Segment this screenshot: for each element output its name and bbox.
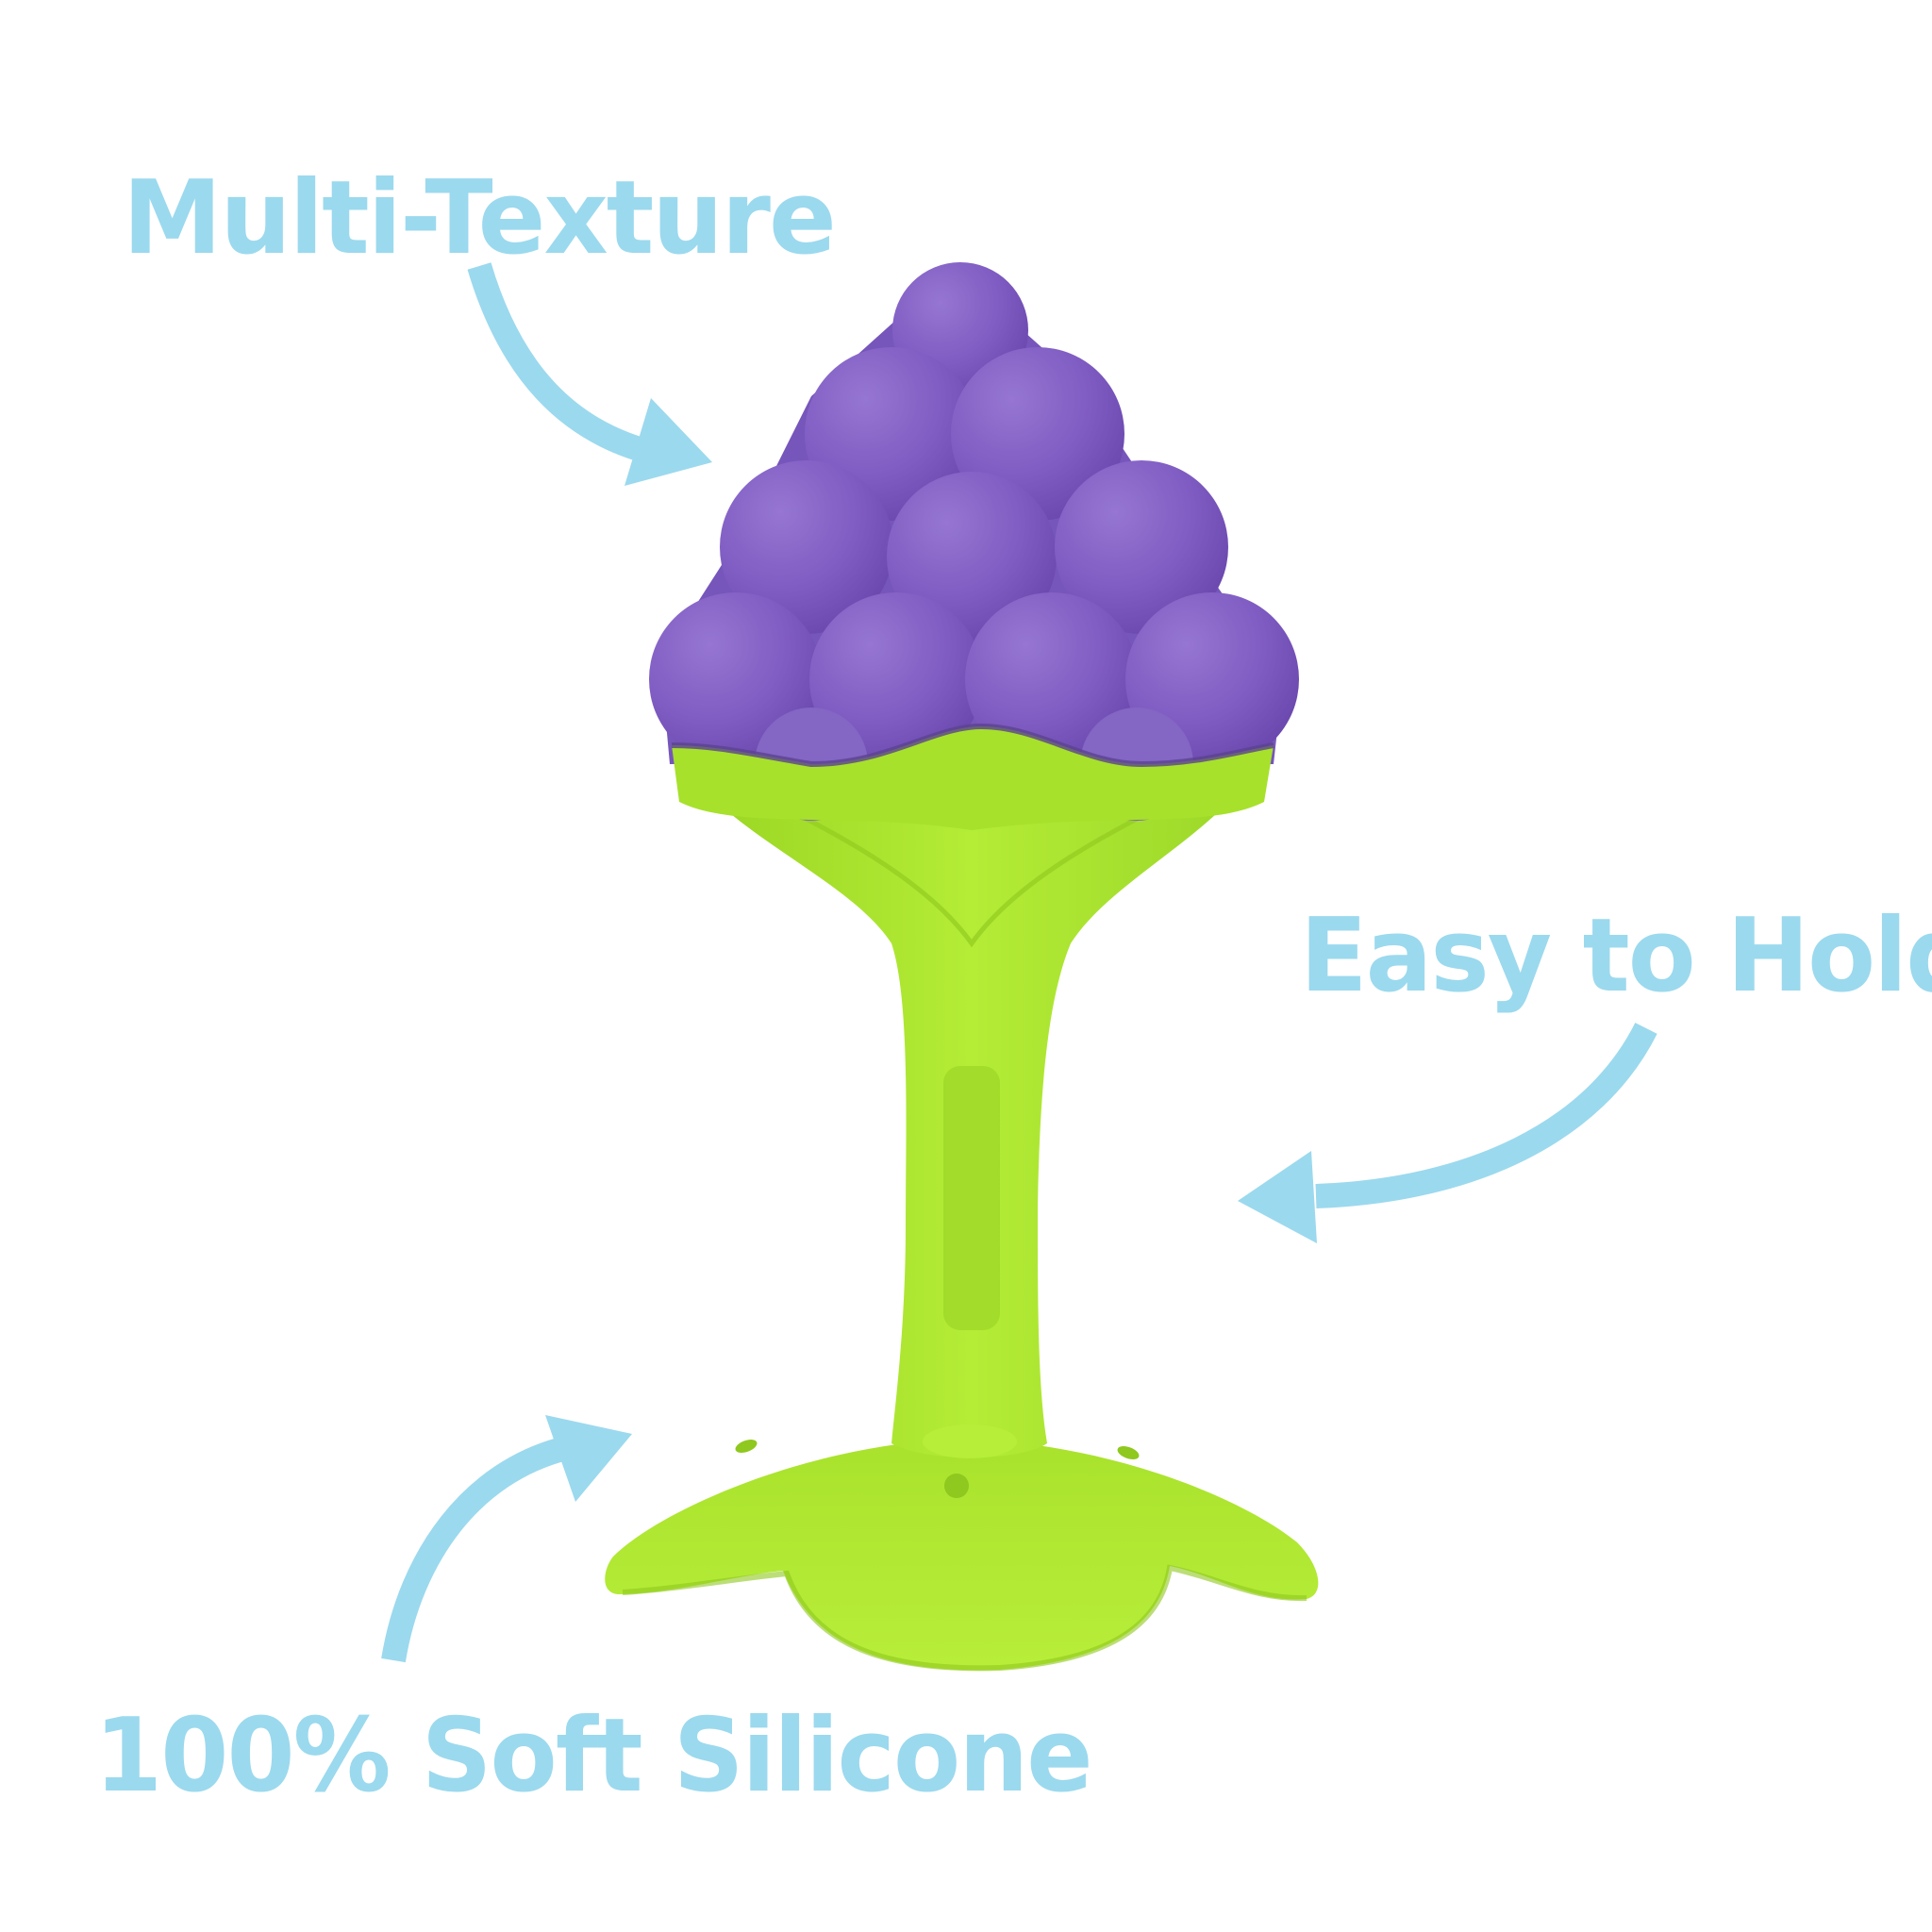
callout-soft-silicone: 100% Soft Silicone [94,1697,1093,1815]
leaf-collar [672,726,1274,830]
teether-handle [679,744,1264,1458]
grape-cluster [649,262,1299,821]
callout-easy-to-hold: Easy to Hold [1300,897,1932,1015]
callout-multi-texture: Multi-Texture [123,159,837,277]
curved-arrow-left-icon [1238,1023,1657,1243]
curved-arrow-up-right-icon [381,1415,632,1663]
teether-base [605,1439,1319,1672]
curved-arrow-down-right-icon [467,262,712,486]
